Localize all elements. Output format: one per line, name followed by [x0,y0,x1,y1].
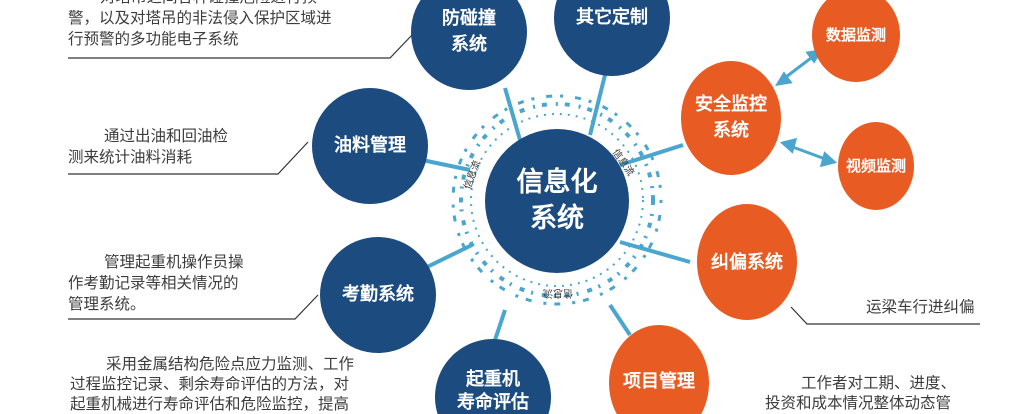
node-project[interactable]: 项目管理 [623,371,695,392]
arrow-head [819,151,838,168]
blue-circles [312,0,670,414]
link-safety [619,143,684,167]
link-lifespan [493,309,507,341]
orange-circles [609,0,914,414]
node-correction[interactable]: 纠偏系统 [711,252,783,273]
node-safety[interactable]: 安全监控 系统 [695,94,767,141]
arrow-head [775,71,793,87]
center-label[interactable]: 信息化 系统 [516,167,598,234]
description-anticollision: 对塔吊之间各种碰撞危险进行预 警，以及对塔吊的非法侵入保护区域进 行预警的多功能… [68,0,332,48]
link-custom [588,74,607,136]
link-project [608,303,632,337]
node-lifespan[interactable]: 起重机 寿命评估 [457,369,529,413]
svg-text:信息流: 信息流 [543,287,573,300]
info-flow-rings [451,94,663,306]
node-data-monitor[interactable]: 数据监测 [825,26,886,44]
center-circle [485,129,629,273]
callout-lines [68,34,980,325]
node-custom[interactable]: 其它定制 [576,7,648,28]
description-correction: 运梁车行进纠偏 [866,298,975,316]
node-anticollision[interactable]: 防碰撞 系统 [442,8,496,55]
node-video-monitor[interactable]: 视频监测 [845,157,906,175]
description-attendance: 管理起重机操作员操 作考勤记录等相关情况的 管理系统。 [68,253,244,313]
description-lifespan: 采用金属结构危险点应力监测、工作 过程监控记录、剩余寿命评估的方法，对 起重机械… [70,355,355,413]
link-correction [619,240,691,264]
arrow-head [779,137,798,154]
node-attendance[interactable]: 考勤系统 [342,284,414,305]
description-project: 工作者对工期、进度、 投资和成本情况整体动态管 [765,374,957,412]
lifespan-circle [435,338,551,414]
node-fuel[interactable]: 油料管理 [334,135,406,156]
link-fuel [421,158,471,172]
project-circle [609,325,709,414]
description-fuel: 通过出油和回油检 测来统计油料消耗 [68,127,229,166]
